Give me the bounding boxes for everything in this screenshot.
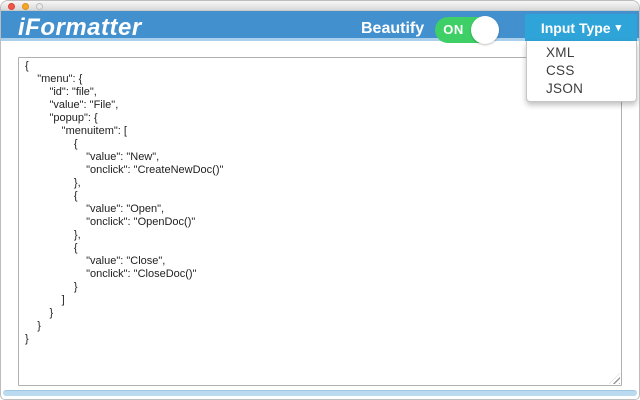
caret-down-icon: ▾ xyxy=(615,21,622,34)
editor-container: { "menu": { "id": "file", "value": "File… xyxy=(18,57,622,386)
toggle-on-label: ON xyxy=(443,22,464,37)
close-window-button[interactable] xyxy=(8,3,15,10)
input-type-label: Input Type xyxy=(540,19,611,36)
beautify-toggle[interactable]: ON xyxy=(435,16,499,44)
bottom-strip xyxy=(3,390,637,396)
minimize-window-button[interactable] xyxy=(22,3,29,10)
beautify-label: Beautify xyxy=(361,20,425,37)
menu-item-css[interactable]: CSS xyxy=(546,63,575,78)
window-titlebar xyxy=(1,1,639,11)
resize-grip-icon[interactable] xyxy=(609,373,620,384)
toggle-knob xyxy=(471,16,499,44)
zoom-window-button[interactable] xyxy=(36,3,43,10)
app-logo: iFormatter xyxy=(18,14,142,41)
menu-item-xml[interactable]: XML xyxy=(546,45,575,60)
input-type-button[interactable]: Input Type ▾ xyxy=(525,14,637,41)
menu-item-json[interactable]: JSON xyxy=(546,81,584,96)
input-type-menu: XML CSS JSON xyxy=(526,41,637,102)
json-editor-textarea[interactable]: { "menu": { "id": "file", "value": "File… xyxy=(18,57,622,386)
